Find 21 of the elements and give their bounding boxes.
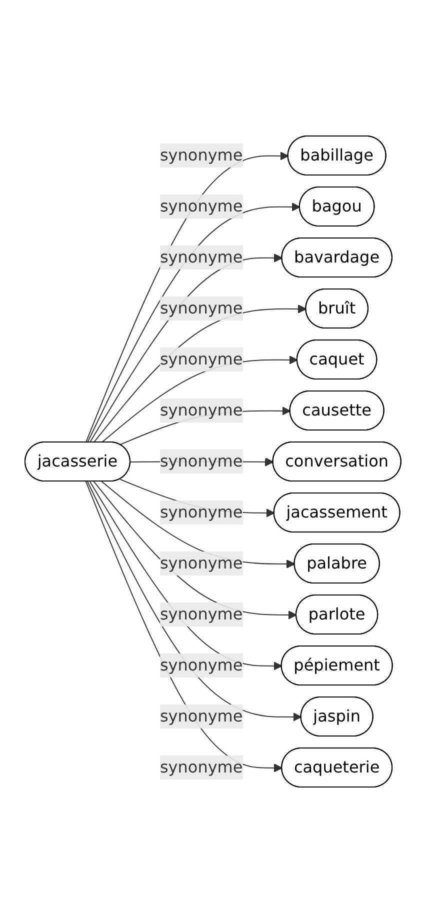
edge-label: synonyme	[160, 196, 243, 216]
edge-label: synonyme	[160, 757, 243, 776]
arrow	[93, 481, 297, 620]
arrow	[89, 481, 282, 670]
edge-label: synonyme	[160, 655, 243, 674]
edge-label: synonyme	[160, 451, 243, 470]
edge-label: synonyme	[160, 400, 243, 420]
arrow	[93, 304, 307, 443]
edge-label: synonyme	[160, 146, 243, 164]
edge-label: synonyme	[160, 604, 243, 624]
arrow	[101, 481, 296, 568]
edge-label: synonyme	[160, 298, 243, 318]
edge-label: synonyme	[160, 247, 243, 266]
edge-label: synonyme	[160, 706, 243, 726]
arrow	[101, 356, 298, 443]
edge-label: synonyme	[160, 502, 243, 522]
edge-label: synonyme	[160, 349, 243, 368]
arrow	[87, 481, 302, 722]
edge-label: synonyme	[160, 553, 243, 572]
arrow	[89, 254, 283, 443]
arrow	[87, 202, 300, 443]
